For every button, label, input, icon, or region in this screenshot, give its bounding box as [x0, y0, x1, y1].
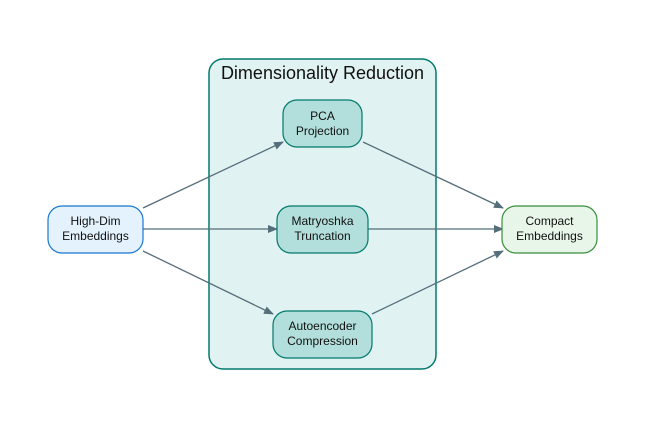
- node-pca-label-line2: Projection: [296, 124, 349, 138]
- node-output-box[interactable]: [501, 205, 598, 254]
- edges: [142, 141, 504, 315]
- node-input-box[interactable]: [47, 205, 144, 254]
- node-pca-label-line1: PCA: [310, 109, 335, 123]
- node-autoencoder-label-line1: Autoencoder: [288, 319, 356, 333]
- node-pca-box[interactable]: [282, 99, 363, 148]
- node-autoencoder[interactable]: Autoencoder Compression: [272, 310, 373, 359]
- node-matryoshka[interactable]: Matryoshka Truncation: [276, 205, 369, 254]
- node-pca[interactable]: PCA Projection: [282, 99, 363, 148]
- edge-input-to-pca: [142, 141, 284, 209]
- node-matryoshka-label-line1: Matryoshka: [291, 214, 353, 228]
- node-output-label-line1: Compact: [525, 214, 574, 228]
- node-input-label-line2: Embeddings: [62, 229, 129, 243]
- node-autoencoder-box[interactable]: [272, 310, 373, 359]
- node-input-label-line1: High-Dim: [70, 214, 120, 228]
- edge-pca-to-output: [362, 141, 504, 209]
- node-input[interactable]: High-Dim Embeddings: [47, 205, 144, 254]
- node-matryoshka-box[interactable]: [276, 205, 369, 254]
- cluster-title: Dimensionality Reduction: [221, 63, 424, 83]
- node-matryoshka-label-line2: Truncation: [294, 229, 350, 243]
- node-output-label-line2: Embeddings: [516, 229, 583, 243]
- edge-autoencoder-to-output: [371, 250, 504, 315]
- edge-input-to-autoencoder: [142, 250, 274, 315]
- node-output[interactable]: Compact Embeddings: [501, 205, 598, 254]
- node-autoencoder-label-line2: Compression: [287, 334, 358, 348]
